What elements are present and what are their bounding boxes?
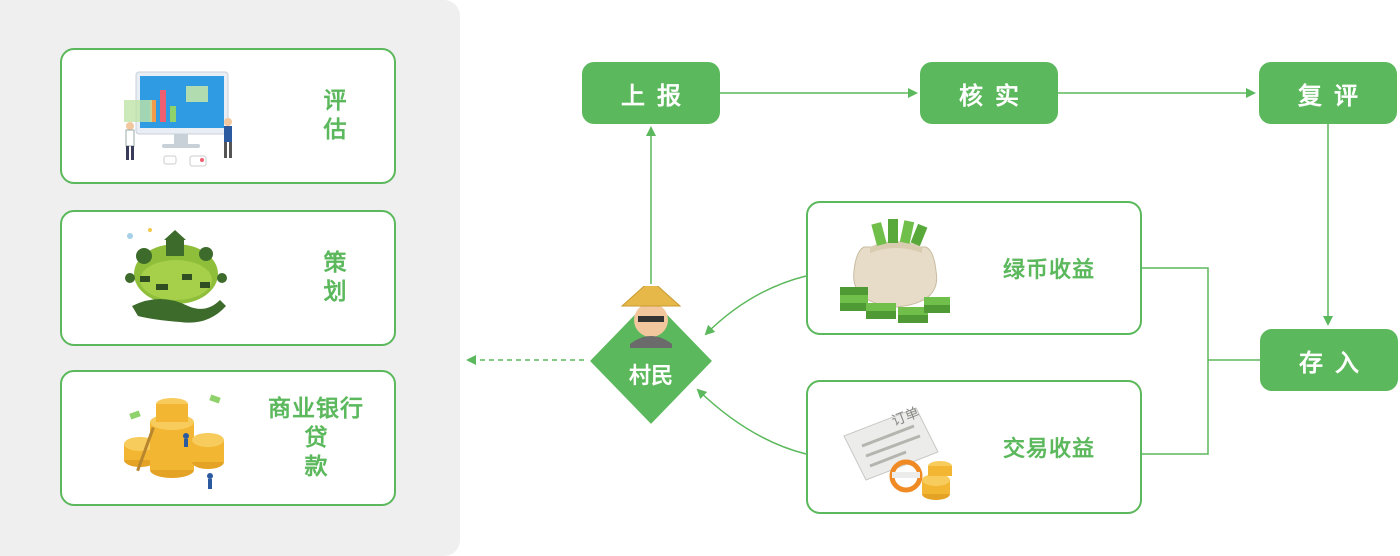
income-trade-label: 交易收益	[1002, 437, 1095, 462]
left-panel: 评估 策划	[0, 0, 460, 556]
income-green-coin-label: 绿币收益	[1002, 258, 1095, 283]
arrow-greencoin-to-villager	[704, 275, 807, 336]
step-deposit[interactable]: 存入	[1260, 329, 1398, 391]
connector-incomes-to-deposit	[1142, 267, 1209, 455]
card-planning-label: 策划	[323, 250, 385, 305]
step-report[interactable]: 上报	[582, 62, 720, 124]
card-assessment[interactable]: 评估	[60, 48, 396, 184]
order-and-coins-icon: 订单	[843, 405, 952, 500]
card-assessment-label: 评估	[323, 88, 385, 143]
step-verify[interactable]: 核实	[920, 62, 1058, 124]
villager-node[interactable]: 村民	[585, 279, 717, 429]
income-green-coin[interactable]: 绿币收益	[806, 201, 1142, 335]
money-bag-icon	[840, 219, 950, 323]
card-bank-loan-label-line2: 贷款	[304, 424, 372, 480]
card-planning[interactable]: 策划	[60, 210, 396, 346]
arrow-trade-to-villager	[696, 388, 807, 455]
card-bank-loan-label: 商业银行 贷款	[266, 372, 366, 504]
step-review[interactable]: 复评	[1259, 62, 1397, 124]
assessment-illustration-icon	[124, 71, 232, 167]
bank-loan-coins-icon	[124, 394, 224, 489]
villager-label: 村民	[628, 364, 673, 389]
card-bank-loan[interactable]: 商业银行 贷款	[60, 370, 396, 506]
card-bank-loan-label-line1: 商业银行	[268, 395, 364, 422]
income-trade[interactable]: 订单 交易收益	[806, 380, 1142, 514]
planning-illustration-icon	[125, 228, 227, 323]
villager-diamond-icon	[585, 279, 717, 429]
